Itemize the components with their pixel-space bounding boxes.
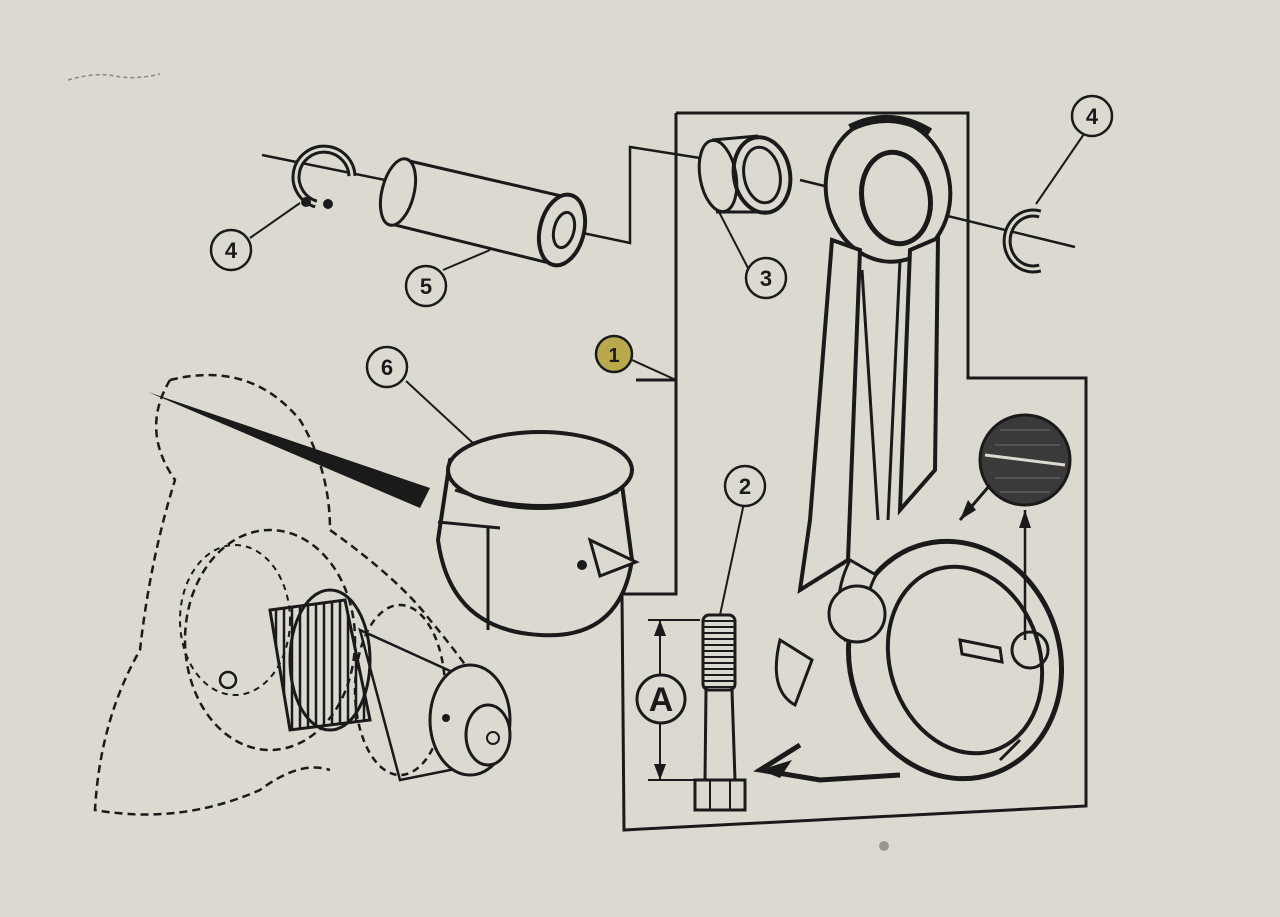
callout-circle-circlip-right	[1070, 94, 1114, 138]
callout-circle-circlip-left	[209, 228, 253, 272]
callout-circle-bushing	[744, 256, 788, 300]
callout-label-circlip-right: 4	[1086, 104, 1099, 129]
circlip-left	[291, 144, 357, 209]
callout-circle-shell	[365, 345, 409, 389]
rod-bolt	[693, 613, 747, 812]
callout-label-circlip-left: 4	[225, 238, 238, 263]
callout-circle-pin	[404, 264, 448, 308]
callout-label-bearing-shell: 6	[381, 355, 393, 380]
rod-group-frame	[620, 111, 1088, 832]
callout-label-piston-pin: 5	[420, 274, 432, 299]
stray-dot	[879, 841, 889, 851]
callout-label-rod: 1	[608, 345, 619, 367]
crankshaft	[93, 373, 512, 816]
rod-section-detail	[958, 413, 1072, 640]
dimension-a-marker	[635, 619, 700, 781]
callout-circle-rod	[594, 334, 634, 374]
piston-pin	[378, 157, 588, 268]
callout-leader-lines	[249, 133, 1085, 616]
callout-label-bushing: 3	[760, 266, 772, 291]
smudge-mark	[67, 73, 161, 81]
small-end-bushing	[697, 134, 793, 215]
circlip-right	[1002, 208, 1042, 274]
callout-label-bolt: 2	[739, 474, 751, 499]
connecting-rod	[753, 115, 1065, 783]
dimension-a-label: A	[649, 681, 674, 719]
callout-circles	[209, 94, 1114, 508]
callout-circle-bolt	[723, 464, 767, 508]
big-end-bearing-shell	[435, 430, 640, 638]
